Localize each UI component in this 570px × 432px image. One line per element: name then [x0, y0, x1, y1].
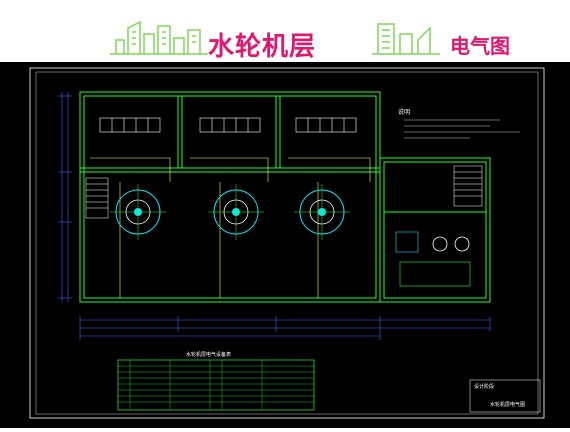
bottom-dimensions	[79, 316, 491, 340]
skyline-decoration	[110, 20, 208, 55]
banner-divider	[0, 58, 570, 62]
building-decoration	[372, 23, 440, 55]
inner-frame	[35, 71, 539, 415]
turbine-unit-3	[294, 184, 350, 240]
turbine-unit-1	[110, 184, 166, 240]
staircase-right	[453, 165, 483, 207]
left-dimensions	[58, 92, 72, 302]
equipment-table: 水轮机层电气设备表	[117, 351, 315, 411]
turbine-unit-2	[208, 184, 264, 240]
header-banner: 水轮机层 电气图	[0, 0, 570, 62]
page-title: 水轮机层	[208, 32, 317, 62]
cad-drawing: 说明 水轮机层电气设备表	[0, 62, 570, 428]
cad-drawing-canvas: 说明 水轮机层电气设备表	[29, 67, 545, 419]
annex-equipment	[395, 231, 471, 287]
stamp-line-2: 水轮机层电气图	[490, 401, 525, 408]
stamp-line-1: 设计阶段	[474, 383, 494, 390]
control-cabinets	[99, 117, 357, 133]
building-plan	[79, 91, 491, 303]
notes-heading: 说明	[398, 108, 410, 116]
cable-routes	[90, 157, 371, 298]
table-title: 水轮机层电气设备表	[186, 351, 231, 358]
staircase-left	[85, 177, 109, 219]
title-block: 设计阶段 水轮机层电气图	[469, 379, 541, 413]
notes-block: 说明	[398, 108, 520, 139]
page-subtitle: 电气图	[450, 34, 510, 58]
drawing-frame	[29, 67, 545, 419]
